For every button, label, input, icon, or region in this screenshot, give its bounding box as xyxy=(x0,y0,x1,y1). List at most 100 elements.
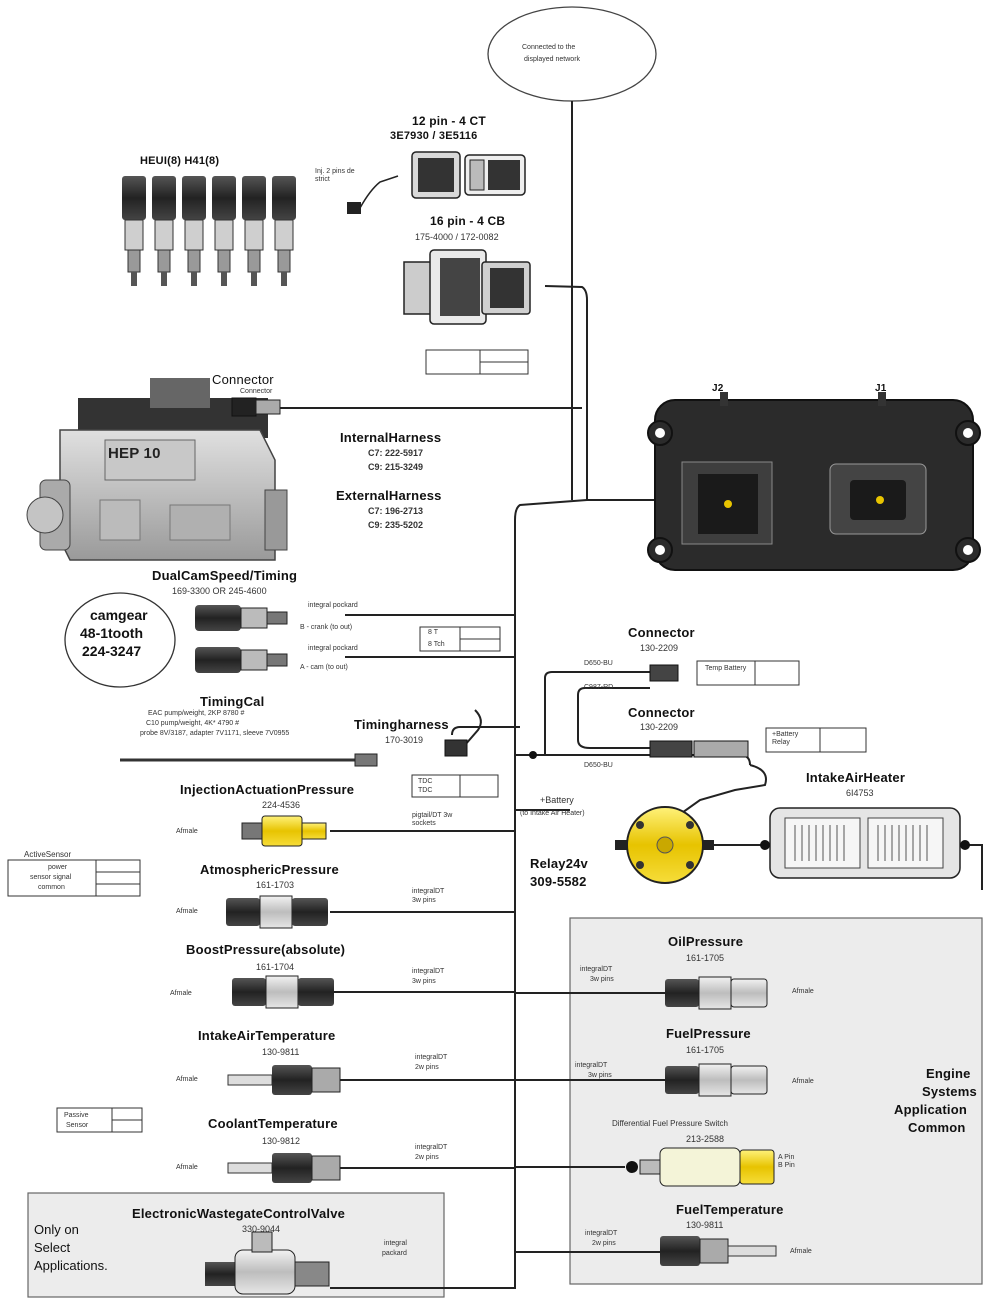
wastegate-only-line3: Applications. xyxy=(34,1258,108,1273)
connector-b xyxy=(649,740,749,758)
pin12-connector xyxy=(411,151,526,199)
iap-sensor xyxy=(241,815,327,847)
engine-box-line4: Common xyxy=(908,1120,966,1135)
wastegate-only-line2: Select xyxy=(34,1240,71,1255)
iat-title: IntakeAirTemperature xyxy=(198,1028,336,1043)
atmos-wire: integralDT xyxy=(412,888,445,895)
coolant-title: CoolantTemperature xyxy=(208,1116,338,1131)
active-sensor-l1: power xyxy=(48,864,68,871)
dual-cam-wire2b: A - cam (to out) xyxy=(300,664,348,671)
intake-heater-pn: 6I4753 xyxy=(846,788,874,798)
connector-a xyxy=(649,664,679,682)
connector-a-legend xyxy=(696,660,800,686)
iap-wire-label: pigtail/DT 3w sockets xyxy=(412,812,453,827)
active-sensor-legend xyxy=(7,859,141,897)
fuel-pressure-sensor xyxy=(665,1063,768,1097)
oil-right: Afmale xyxy=(792,988,814,995)
engine-box-line1: Engine xyxy=(926,1066,971,1081)
relay-battery: +Battery xyxy=(540,795,574,805)
connector-a-title: Connector xyxy=(628,625,695,640)
wastegate-only-line1: Only on xyxy=(34,1222,79,1237)
iat-wire: integralDT xyxy=(415,1054,448,1061)
diff-fuel-pn: 213-2588 xyxy=(686,1134,725,1144)
iat-sensor xyxy=(227,1065,341,1095)
connector-b-legend-text: +Battery Relay xyxy=(772,731,799,746)
passive-legend-l2: Sensor xyxy=(66,1122,89,1129)
engine-systems-box xyxy=(569,917,983,1285)
connector-b-legend xyxy=(765,727,867,753)
relay-24v xyxy=(615,806,714,884)
injector xyxy=(212,176,236,286)
dual-cam-pn: 169-3300 OR 245-4600 xyxy=(172,586,267,596)
timing-legend-a: TDC xyxy=(418,778,433,785)
timing-cal-line1: EAC pump/weight, 2KP 8780 # xyxy=(148,710,245,717)
fuel-pressure-wire2: 3w pins xyxy=(588,1072,612,1079)
ecm-j2-label: J2 xyxy=(712,383,724,394)
iat-wire2: 2w pins xyxy=(415,1064,439,1071)
internal-harness-c9: C9: 215-3249 xyxy=(368,462,424,472)
connector-b-title: Connector xyxy=(628,705,695,720)
injector-plug xyxy=(347,175,399,214)
iat-left: Afmale xyxy=(176,1076,198,1083)
internal-harness-title: InternalHarness xyxy=(340,430,442,445)
fuel-pressure-wire: integralDT xyxy=(575,1062,608,1069)
dual-cam-wire1: integral pockard xyxy=(308,602,358,609)
hep-connector-plug xyxy=(231,397,281,417)
dual-cam-wire1b: B - crank (to out) xyxy=(300,624,353,631)
connector-a-wire2: C987-RD xyxy=(584,684,614,691)
injector xyxy=(152,176,176,286)
wastegate-wire: integral xyxy=(384,1240,407,1247)
dual-cam-legend-b: 8 Tch xyxy=(428,641,445,648)
camgear-line2: 48-1tooth xyxy=(80,625,143,641)
timing-legend-box xyxy=(411,774,499,798)
oil-sensor xyxy=(665,976,768,1010)
relay-title: Relay24v xyxy=(530,856,588,871)
internal-harness-c7: C7: 222-5917 xyxy=(368,448,424,458)
wire-junction xyxy=(529,751,537,759)
cam-sensor-group xyxy=(195,605,288,673)
active-sensor-l3: common xyxy=(38,884,65,891)
fuel-temp-wire2: 2w pins xyxy=(592,1240,616,1247)
atmos-wire2: 3w pins xyxy=(412,897,436,904)
dual-cam-title: DualCamSpeed/Timing xyxy=(152,568,298,583)
connector-a-wire1: D650-BU xyxy=(584,660,613,667)
coolant-wire2: 2w pins xyxy=(415,1154,439,1161)
injector-group xyxy=(122,176,296,286)
fuel-pressure-right: Afmale xyxy=(792,1078,814,1085)
fuel-pressure-pn: 161-1705 xyxy=(686,1045,725,1055)
connector-a-legend-text: Temp Battery xyxy=(705,665,747,672)
boost-left: Afmale xyxy=(170,990,192,997)
timing-harness-pn: 170-3019 xyxy=(385,735,424,745)
relay-pn: 309-5582 xyxy=(530,874,587,889)
fuel-temp-title: FuelTemperature xyxy=(676,1202,784,1217)
camgear-ellipse xyxy=(64,592,176,688)
timing-cal-title: TimingCal xyxy=(200,694,265,709)
fuel-temp-pn: 130-9811 xyxy=(686,1220,724,1230)
boost-wire2: 3w pins xyxy=(412,978,436,985)
injector xyxy=(182,176,206,286)
diff-fuel-side: A Pin B Pin xyxy=(778,1154,795,1169)
fuel-pressure-title: FuelPressure xyxy=(666,1026,751,1041)
pin12-title: 12 pin - 4 CT xyxy=(412,114,486,128)
oil-wire2: 3w pins xyxy=(590,976,614,983)
pin16-pn: 175-4000 / 172-0082 xyxy=(415,232,499,242)
iat-pn: 130-9811 xyxy=(262,1047,300,1057)
boost-sensor xyxy=(232,975,334,1009)
timing-legend-b: TDC xyxy=(418,787,433,794)
atmos-left: Afmale xyxy=(176,908,198,915)
wastegate-title: ElectronicWastegateControlValve xyxy=(132,1206,346,1221)
timing-harness-plug xyxy=(444,739,468,757)
relay-battery-note: (to Intake Air Heater) xyxy=(520,810,585,817)
coolant-wire: integralDT xyxy=(415,1144,448,1151)
iap-pn: 224-4536 xyxy=(262,800,301,810)
passive-legend-l1: Passive xyxy=(64,1112,89,1119)
coolant-left: Afmale xyxy=(176,1164,198,1171)
oil-pn: 161-1705 xyxy=(686,953,725,963)
ecm-module xyxy=(647,392,981,571)
camgear-line3: 224-3247 xyxy=(82,643,142,659)
intake-air-heater xyxy=(760,807,970,879)
injectors-label: HEUI(8) H41(8) xyxy=(140,155,220,167)
oil-wire: integralDT xyxy=(580,966,613,973)
timing-harness-title: Timingharness xyxy=(354,717,449,732)
